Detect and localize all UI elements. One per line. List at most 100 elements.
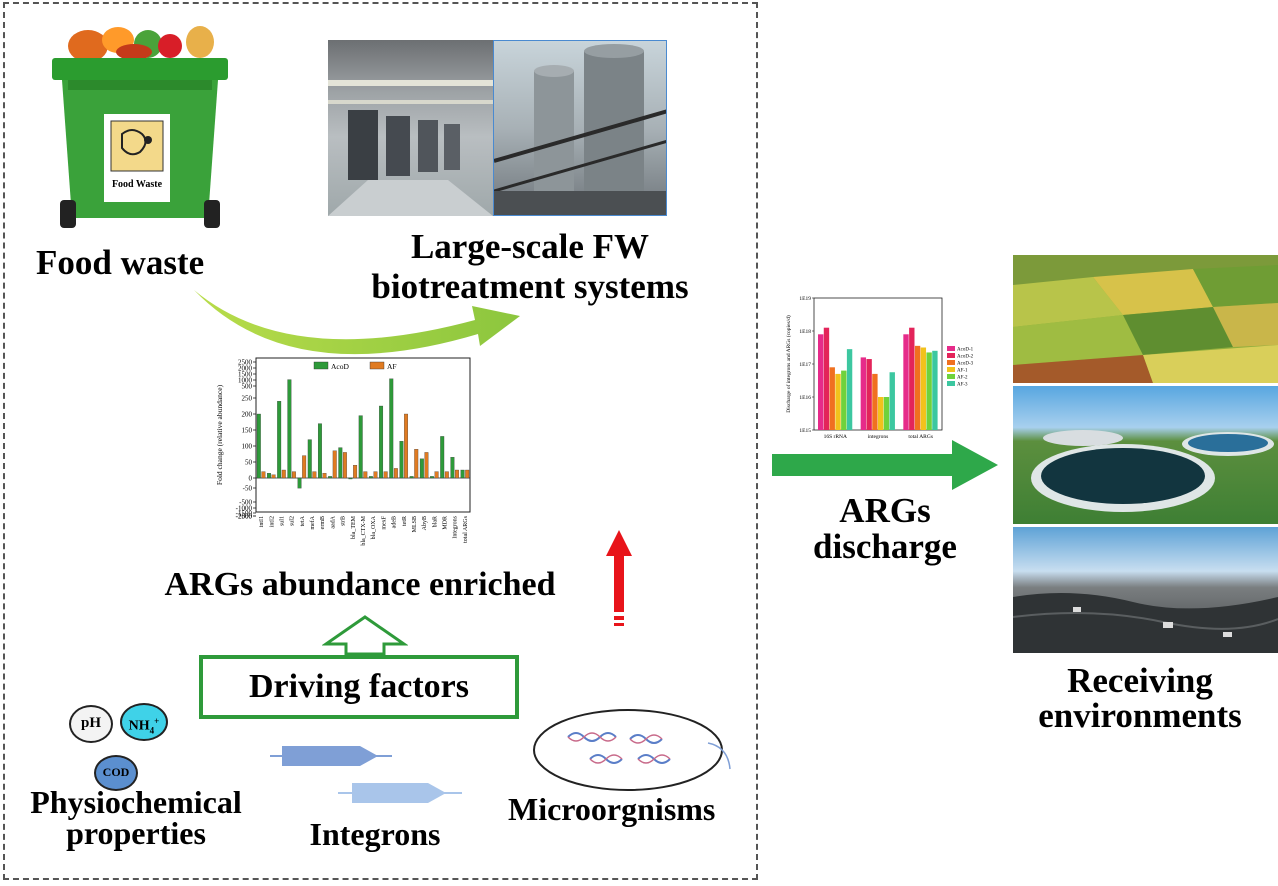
x-tick-label: 16S rRNA (824, 434, 847, 440)
bar-af-5 (302, 455, 307, 479)
wastewater-plant-photo (1013, 386, 1278, 524)
y-tick-label: 1E16 (799, 395, 811, 401)
receiving-label-line1: Receiving (1067, 661, 1213, 700)
bar-af-3-3 (932, 350, 938, 430)
legend-label-af: AF (387, 362, 397, 371)
bar-af-1-1 (835, 373, 841, 430)
x-tick-label: ermB (320, 516, 326, 529)
legend-label: AF-2 (957, 376, 968, 381)
y-tick-label: -500 (239, 499, 252, 507)
bar-af-19 (444, 471, 449, 479)
x-tick-label: bla_OXA (371, 515, 377, 539)
bar-acod-5 (297, 477, 302, 489)
x-tick-label: bla_TEM (351, 515, 357, 539)
facility-tanks-photo (493, 40, 667, 216)
bar-acod-3-3 (914, 345, 921, 430)
x-tick-label: mexF (381, 515, 387, 529)
bar-acod-19 (440, 436, 445, 479)
bar-acod-2-2 (866, 359, 872, 430)
legend-swatch (947, 353, 955, 358)
bar-acod-10 (348, 477, 353, 480)
bar-af-21 (465, 469, 470, 479)
integron-gene-arrows-icon (270, 746, 462, 803)
bar-af-10 (353, 465, 358, 479)
y-tick-label: 0 (249, 475, 253, 483)
y-tick-label: -50 (243, 485, 253, 493)
bar-acod-9 (338, 447, 343, 479)
curved-arrow-icon (194, 290, 520, 355)
args-enriched-label: ARGs abundance enriched (164, 566, 556, 603)
x-tick-label: intI1 (259, 516, 265, 527)
fold-change-chart: 2500200015001000500250200150100500-50-50… (215, 357, 471, 546)
y-tick-label: 1E19 (799, 296, 811, 302)
y-tick-label: 1E18 (799, 329, 811, 335)
integrons-label: Integrons (309, 816, 441, 852)
bar-af-2-3 (926, 352, 932, 430)
bar-acod-11 (358, 415, 363, 479)
y-axis-label: Fold change (relative abundance) (215, 384, 224, 485)
driving-factors-label: Driving factors (248, 668, 469, 705)
x-tick-label: tetA (300, 515, 306, 526)
bar-acod-3-2 (872, 373, 878, 430)
driving-factors-box: Driving factors (199, 655, 519, 719)
physio-label-line2: properties (66, 815, 206, 851)
bar-acod-1-1 (818, 334, 824, 430)
x-tick-label: blaR (432, 516, 438, 527)
y-tick-label: 2000 (238, 365, 253, 373)
y-tick-label: 150 (242, 427, 253, 435)
bar-af-2 (271, 474, 276, 479)
legend-swatch-af (369, 361, 385, 370)
legend-label-acod: AcoD (331, 362, 349, 371)
y-tick-label: -1000 (236, 505, 253, 513)
cod-badge: COD (94, 755, 138, 791)
bar-af-15 (404, 413, 409, 479)
legend-label: AF-3 (957, 383, 968, 388)
y-tick-label: 500 (242, 383, 253, 391)
bar-acod-13 (379, 405, 384, 479)
food-waste-bin-illustration: Food Waste (52, 26, 228, 228)
bar-af-3-2 (889, 372, 895, 430)
discharge-arrow-icon (772, 440, 998, 490)
x-tick-label: mefA (309, 515, 316, 529)
bar-acod-15 (399, 441, 404, 479)
bar-acod-8 (328, 476, 333, 479)
y-tick-label: 50 (245, 459, 253, 467)
bar-af-8 (332, 450, 337, 479)
bar-acod-1-3 (903, 334, 909, 430)
legend-label: AF-1 (957, 369, 968, 374)
food-waste-label: Food waste (36, 243, 205, 282)
bar-af-3-1 (846, 349, 853, 430)
bar-acod-3-1 (829, 367, 835, 430)
x-tick-label: bla_CTX-M (361, 515, 367, 545)
bar-af-13 (383, 471, 388, 479)
bar-acod-20 (450, 457, 455, 479)
nh4-badge: NH4+ (120, 703, 168, 741)
bar-af-12 (373, 471, 378, 479)
y-tick-label: -1500 (236, 510, 253, 518)
discharge-label-line2: discharge (813, 527, 957, 566)
x-tick-label: total ARGs (908, 434, 933, 440)
y-tick-label: 1E15 (799, 428, 811, 434)
bar-af-16 (414, 449, 419, 479)
bar-af-11 (363, 471, 368, 479)
y-tick-label: 1000 (238, 377, 253, 385)
legend-label: AcoD-1 (957, 348, 974, 353)
bar-af-2-1 (841, 370, 847, 430)
bar-af-1-2 (878, 397, 884, 430)
farmland-photo (1013, 255, 1278, 383)
x-tick-label: adeB (392, 516, 398, 528)
discharge-label-line1: ARGs (839, 491, 931, 530)
hollow-up-arrow-icon (322, 615, 408, 656)
x-tick-label: total ARGs (463, 515, 469, 543)
microorganisms-label: Microorgnisms (508, 791, 716, 827)
legend-swatch-acod (313, 361, 329, 370)
bin-sign-label: Food Waste (112, 179, 163, 190)
x-tick-label: AbyB (422, 516, 428, 530)
bar-acod-12 (368, 476, 373, 479)
y-tick-label: 1500 (238, 371, 253, 379)
x-tick-label: strB (341, 516, 347, 526)
bar-af-6 (312, 471, 317, 479)
y-axis-label: Discharge of integrons and ARGs (copies/… (785, 315, 792, 413)
legend-swatch (947, 346, 955, 351)
bar-acod-18 (430, 476, 434, 479)
